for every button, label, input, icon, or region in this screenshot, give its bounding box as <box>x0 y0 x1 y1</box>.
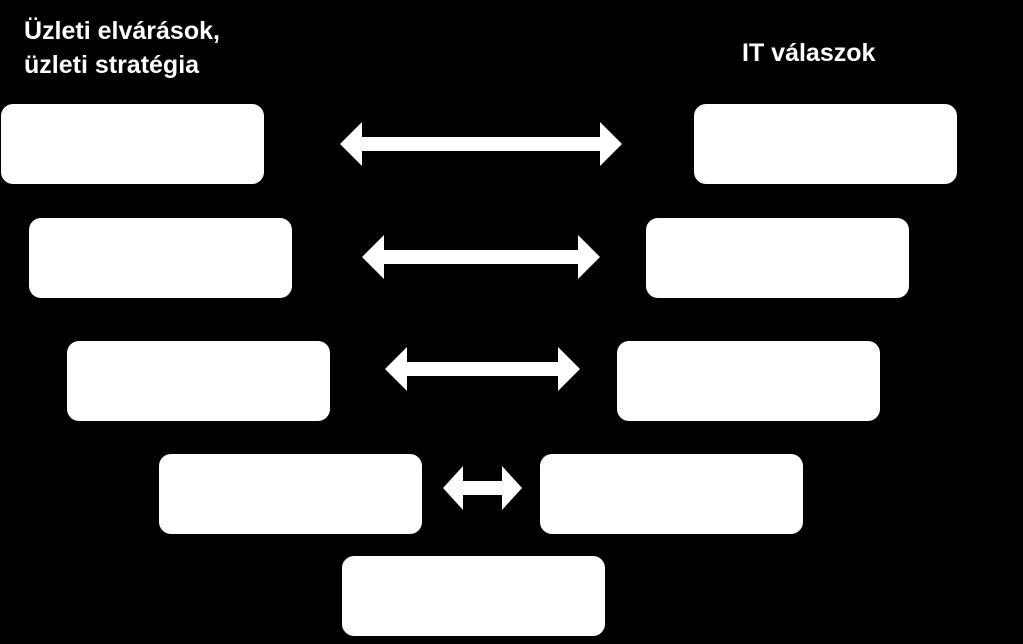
it-box-3 <box>617 341 880 421</box>
business-expectations-heading-line-2: üzleti stratégia <box>24 51 200 79</box>
business-expectations-heading-line-1: Üzleti elvárások, <box>24 17 220 45</box>
it-box-2 <box>646 218 909 298</box>
it-box-1 <box>694 104 957 184</box>
business-box-3 <box>67 341 330 421</box>
double-arrow-icon <box>340 122 622 166</box>
double-arrow-icon <box>385 347 580 391</box>
business-box-2 <box>29 218 292 298</box>
bottom-box <box>342 556 605 636</box>
business-expectations-heading: Üzleti elvárások, üzleti stratégia <box>24 14 304 82</box>
it-box-4 <box>540 454 803 534</box>
it-responses-heading: IT válaszok <box>742 39 876 67</box>
business-box-1 <box>1 104 264 184</box>
business-box-4 <box>159 454 422 534</box>
double-arrow-icon <box>443 466 522 510</box>
double-arrow-icon <box>362 235 600 279</box>
